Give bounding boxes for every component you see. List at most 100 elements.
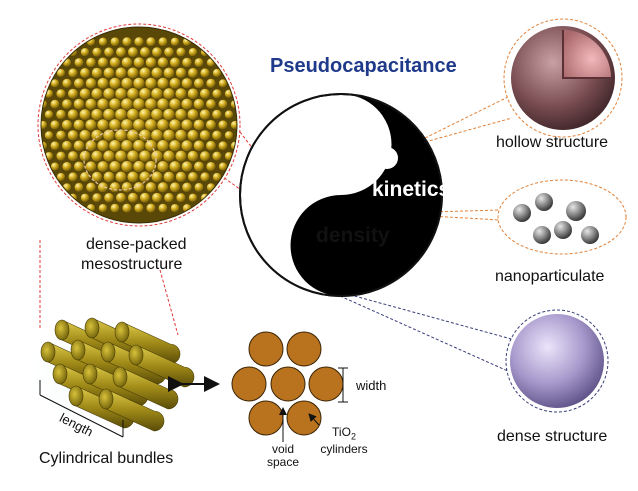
tio2-cylinder-section [286,400,322,436]
yin-yang-symbol [239,93,443,297]
packed-bead [181,182,193,193]
packed-bead [121,181,133,194]
packed-bead [108,139,122,153]
cylinder-rod-end [84,317,100,339]
cylinder-rod-end [98,388,114,410]
packed-bead [67,150,79,162]
packed-bead [97,57,109,69]
packed-bead [168,118,182,132]
packed-bead [114,129,128,142]
packed-bead [67,171,79,183]
packed-bead [187,67,199,79]
packed-bead [49,119,61,131]
packed-bead [96,118,110,132]
packed-bead [139,46,151,58]
dense-packed-label-line1: dense-packed [86,236,187,253]
packed-bead [96,139,110,152]
packed-bead [169,160,181,173]
packed-bead [127,171,139,183]
packed-bead [212,68,222,78]
packed-bead [205,140,217,152]
packed-bead [157,181,169,194]
packed-bead [108,160,122,173]
packed-bead [169,77,181,90]
packed-bead [218,140,228,151]
packed-bead [110,203,120,214]
packed-bead [169,181,181,193]
packed-bead [193,98,205,110]
packed-bead [181,98,193,111]
cylindrical-bundle [20,316,195,438]
packed-bead [79,171,91,183]
packed-bead [114,149,128,163]
dense-structure-sphere [505,309,609,413]
packed-bead [162,108,176,121]
packed-bead [150,149,164,163]
packed-bead [211,88,223,99]
hollow-structure-sphere [503,18,623,138]
packed-bead [132,139,146,153]
packed-bead [41,120,48,130]
cylinder-rod [105,388,165,432]
packed-bead [73,77,85,89]
packed-bead [138,149,152,163]
packed-bead [168,98,182,111]
packed-bead [73,140,85,152]
packed-bead [187,150,199,162]
packed-bead [121,203,133,214]
packed-bead [175,87,187,100]
packed-bead [162,129,176,142]
packed-bead [199,88,211,100]
cylinder-cross-section [231,331,348,442]
packed-bead [74,182,84,193]
packed-bead [144,160,158,173]
cylinder-rod-end [70,339,86,361]
packed-bead [175,192,187,203]
packed-bead [91,150,103,163]
cylinder-rod-end [114,321,130,343]
packed-bead [174,108,188,121]
packed-bead [109,56,121,69]
packed-bead [55,130,67,141]
packed-bead [103,192,115,204]
packed-bead [133,36,145,47]
tio2-cylinder-section [286,331,322,367]
packed-bead [91,67,103,79]
packed-bead [73,119,85,131]
packed-bead [55,88,67,99]
packed-bead [163,67,175,79]
cylinder-rod-end [54,319,70,341]
packed-bead [108,118,122,132]
packed-bead [133,203,145,214]
packed-bead [67,88,79,100]
packed-bead [98,203,108,213]
packed-bead [139,67,151,79]
kinetics-label: kinetics [372,178,451,201]
packed-bead [145,36,157,47]
packed-bead [115,171,127,183]
nanoparticulate-label: nanoparticulate [495,268,605,285]
packed-bead [174,129,188,142]
density-dot [333,251,355,273]
cylinder-rod-end [40,341,56,363]
packed-bead [91,47,103,58]
packed-bead [55,151,67,162]
cylinder-rod-end [100,341,116,363]
packed-bead [162,87,176,100]
packed-bead [157,56,169,69]
packed-bead [67,108,79,121]
packed-bead [156,77,170,90]
packed-bead [67,129,79,142]
tio2-cylinder-section [248,331,284,367]
packed-bead [199,171,211,183]
packed-bead [127,192,139,204]
packed-bead [211,151,223,162]
packed-bead [181,160,193,173]
packed-bead [193,140,205,152]
tio2-cylinder-section [248,400,284,436]
cylinder-rod-end [52,363,68,385]
packed-bead [110,36,120,47]
packed-bead [181,57,193,68]
packed-bead [211,130,223,141]
packed-bead [44,130,54,141]
